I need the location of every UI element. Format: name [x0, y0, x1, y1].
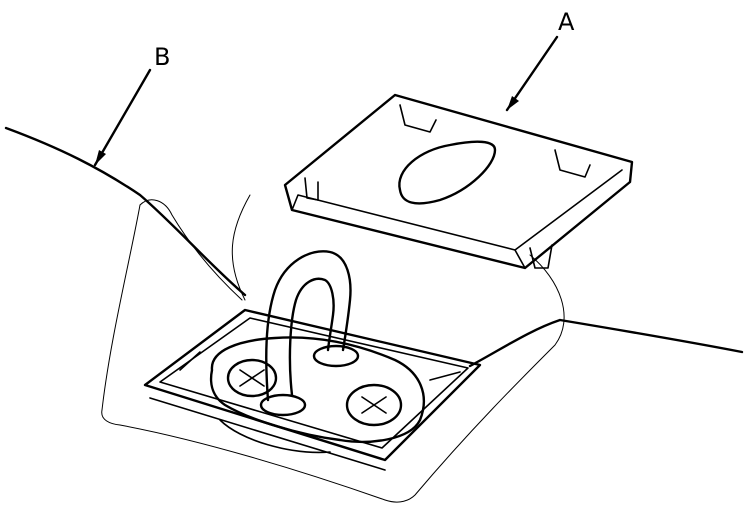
floor-panel: [4, 126, 744, 503]
anchor-cover: [283, 93, 634, 270]
leader-lines: [93, 35, 559, 167]
anchor-loop: [259, 250, 360, 417]
callout-label-a: A: [558, 8, 575, 36]
callout-label-b: B: [154, 43, 170, 71]
mounting-plate: [209, 336, 425, 454]
anchor-tray: [143, 308, 482, 471]
